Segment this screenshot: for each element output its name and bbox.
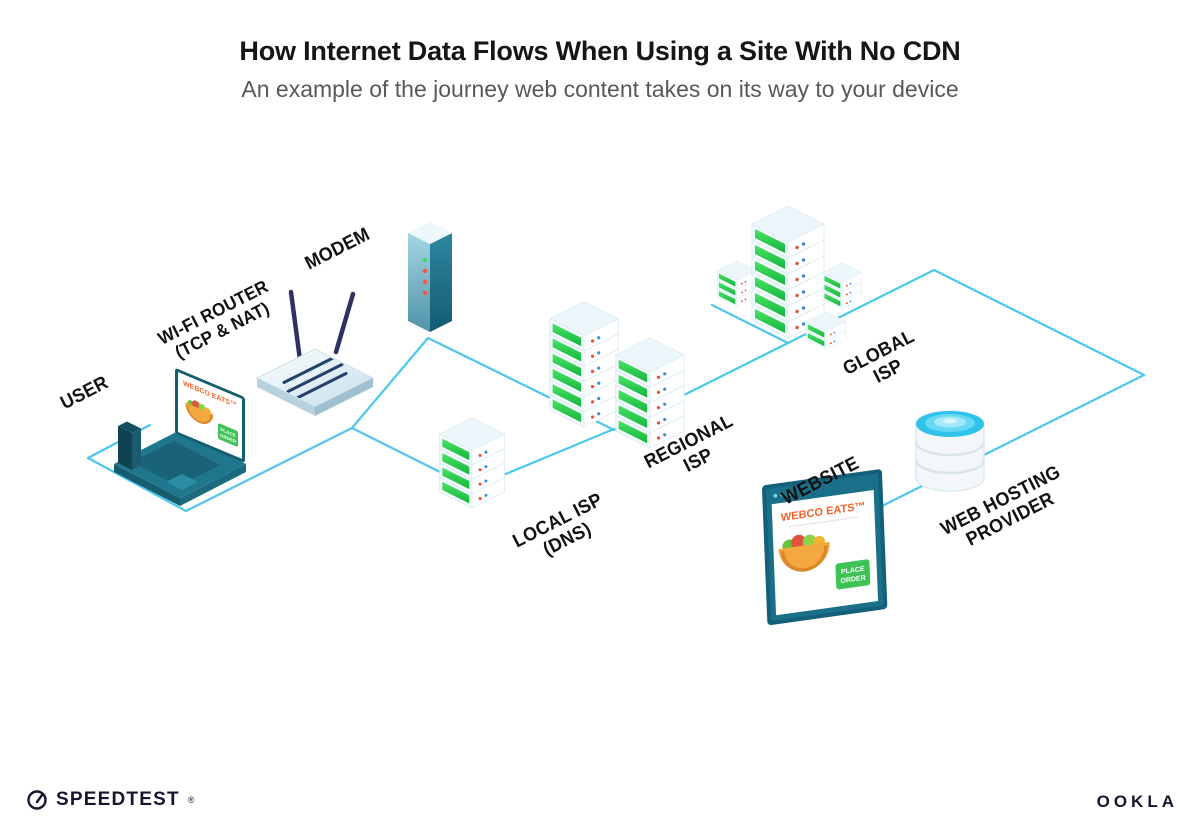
page-title: How Internet Data Flows When Using a Sit…: [239, 36, 961, 66]
website-order-button: [835, 559, 871, 590]
speedtest-logo: SPEEDTEST ®: [26, 789, 194, 811]
website-order-text-1: PLACE: [841, 566, 865, 576]
regional-isp-servers: [550, 302, 684, 448]
browser-window-dots: [773, 491, 792, 498]
laptop-order-text-1: PLACE: [220, 427, 235, 438]
line-modem-to-regional: [426, 336, 540, 394]
website-window: WEBCO EATS™ PLACE ORDER: [761, 469, 888, 626]
website-order-text-2: ORDER: [840, 575, 865, 585]
laptop-order-text-2: ORDER: [220, 433, 237, 445]
ookla-wordmark: OOKLA: [1096, 792, 1178, 811]
laptop-phone: [118, 421, 141, 470]
user-laptop: WEBCO EATS™ PLACE ORDER: [114, 368, 246, 506]
modem-device: [408, 222, 452, 332]
speedtest-wordmark: SPEEDTEST: [56, 789, 180, 810]
line-regional-to-global: [688, 341, 790, 394]
laptop-order-button: [218, 423, 238, 447]
router-front-right-edge: [315, 378, 373, 416]
global-isp-servers: [717, 206, 862, 349]
modem-top-face: [408, 222, 452, 244]
laptop-base: [114, 430, 246, 506]
router-antennas: [288, 289, 356, 363]
local-isp-server: [440, 418, 505, 508]
router-front-left-edge: [257, 378, 315, 416]
modem-led-lights: [422, 257, 428, 296]
laptop-trackpad: [166, 474, 198, 490]
speedtest-trademark: ®: [187, 795, 195, 805]
modem-left-face: [408, 233, 430, 332]
wifi-router-device: [255, 289, 375, 416]
web-hosting-database: [914, 410, 986, 492]
page-subtitle: An example of the journey web content ta…: [241, 76, 959, 102]
modem-right-face: [430, 233, 452, 332]
router-grooves: [282, 356, 348, 400]
line-global-to-host: [862, 268, 1146, 461]
line-user-to-modem: [86, 336, 430, 513]
speedtest-gauge-icon: [27, 790, 47, 810]
